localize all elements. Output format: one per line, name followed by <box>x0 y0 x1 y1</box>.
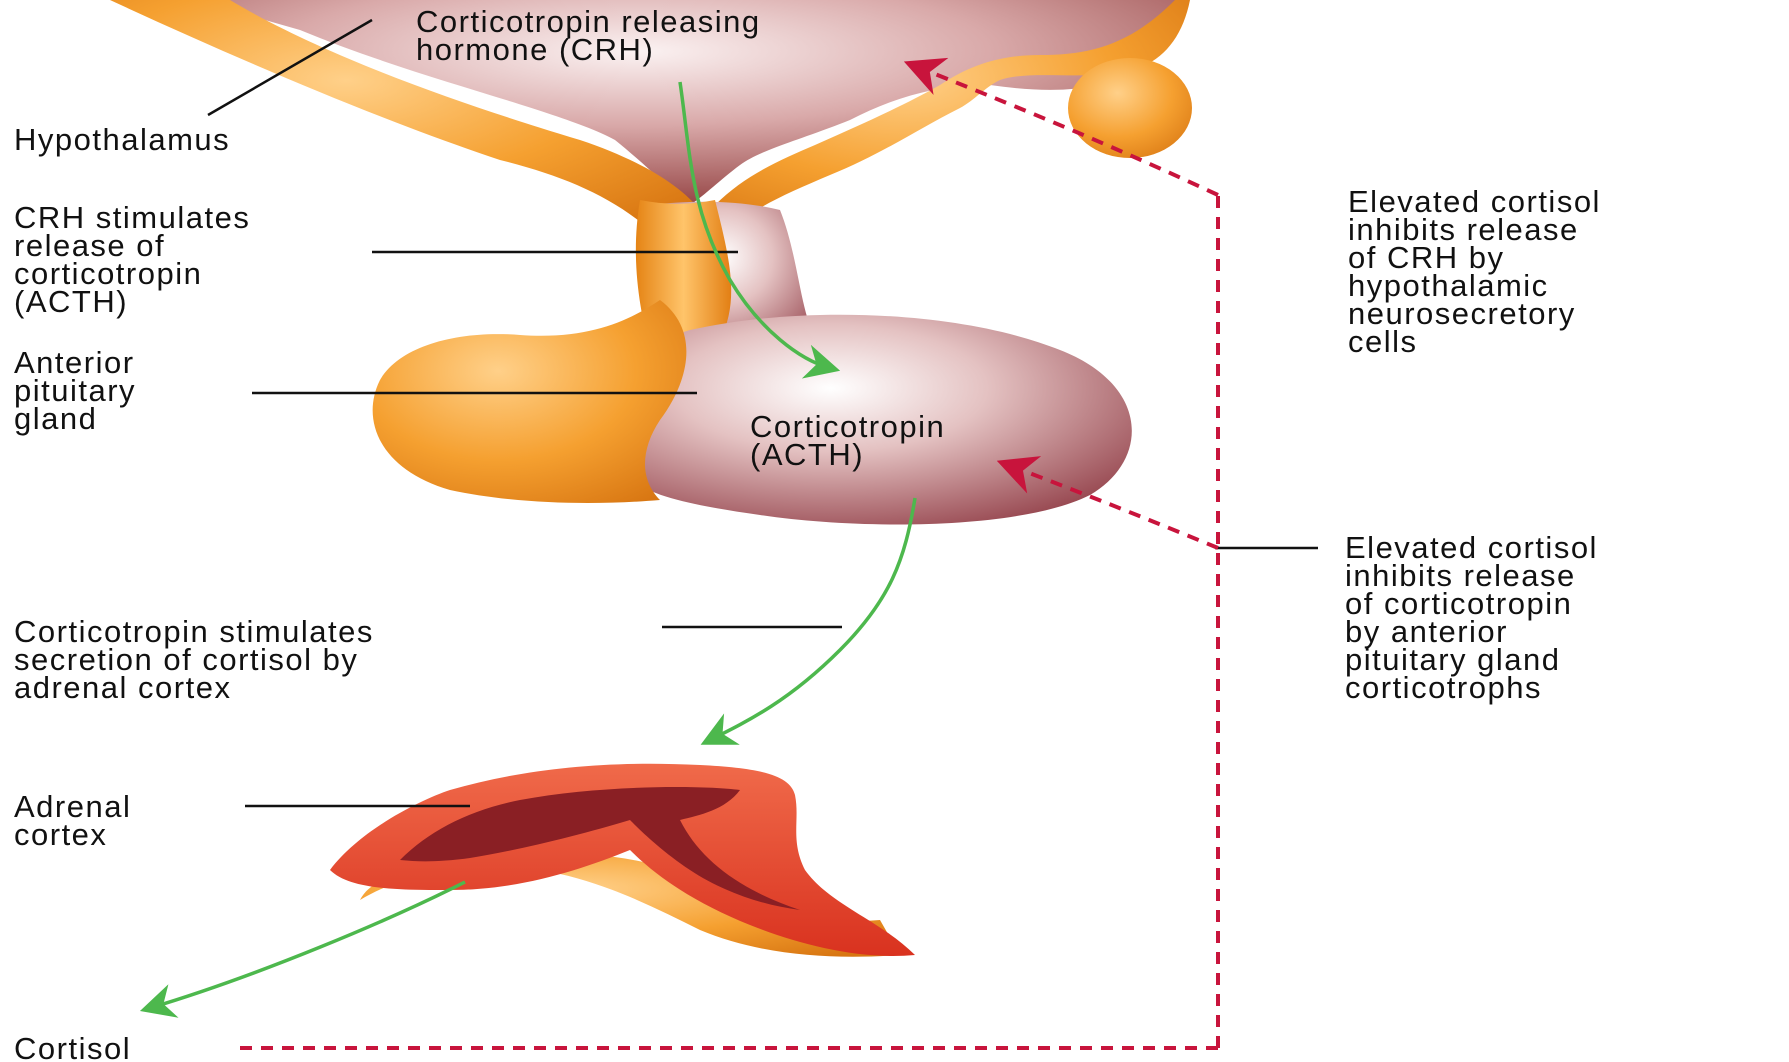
label-acth: Corticotropin (ACTH) <box>750 413 945 469</box>
label-anterior-pituitary: Anterior pituitary gland <box>14 349 136 433</box>
label-crh: Corticotropin releasing hormone (CRH) <box>416 8 761 64</box>
label-inhibit-crh-line-6: cells <box>1348 328 1601 356</box>
label-hypothalamus-line-1: Hypothalamus <box>14 126 230 154</box>
posterior-pituitary-lobe <box>373 300 687 503</box>
label-acth-line-2: (ACTH) <box>750 441 945 469</box>
label-adrenal-cortex: Adrenal cortex <box>14 793 131 849</box>
label-crh-stimulates: CRH stimulates release of corticotropin … <box>14 204 250 316</box>
label-cortisol: Cortisol <box>14 1035 131 1062</box>
label-cortisol-line-1: Cortisol <box>14 1035 131 1062</box>
hypothalamic-nucleus <box>1068 58 1192 158</box>
label-adrenal-cortex-line-2: cortex <box>14 821 131 849</box>
label-inhibit-acth: Elevated cortisol inhibits release of co… <box>1345 534 1598 702</box>
label-crh-stimulates-line-4: (ACTH) <box>14 288 250 316</box>
label-hypothalamus: Hypothalamus <box>14 126 230 154</box>
label-inhibit-acth-line-6: corticotrophs <box>1345 674 1598 702</box>
label-anterior-pituitary-line-3: gland <box>14 405 136 433</box>
label-acth-stimulates: Corticotropin stimulates secretion of co… <box>14 618 374 702</box>
label-crh-line-2: hormone (CRH) <box>416 36 761 64</box>
label-inhibit-crh: Elevated cortisol inhibits release of CR… <box>1348 188 1601 356</box>
label-acth-stimulates-line-3: adrenal cortex <box>14 674 374 702</box>
arrow-adrenal-to-cortisol <box>150 882 465 1008</box>
arrow-acth-to-adrenal <box>710 498 915 740</box>
